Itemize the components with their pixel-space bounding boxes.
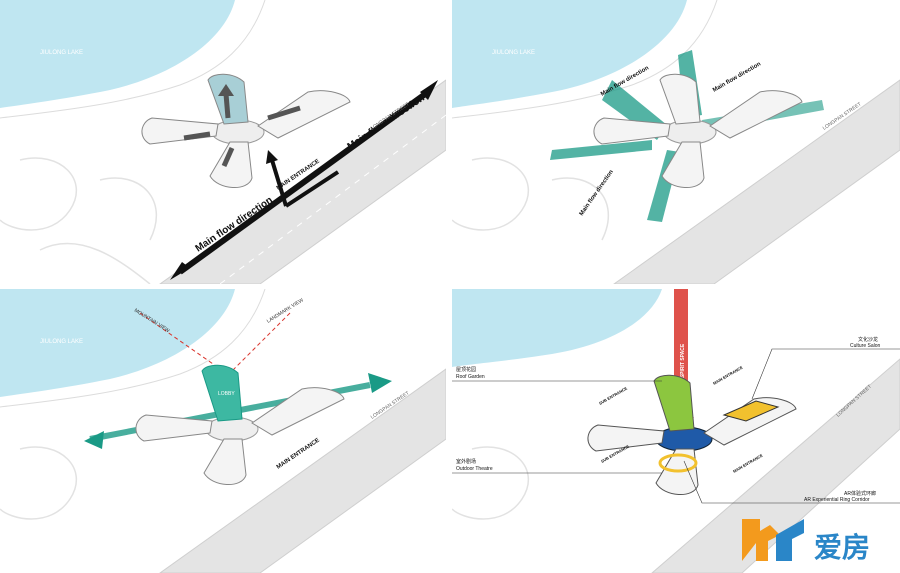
building — [593, 73, 803, 188]
panel-main-flow-svg: Main flow direction Main flow direction … — [0, 0, 446, 284]
road — [159, 368, 446, 573]
road — [651, 358, 900, 573]
lake-label: JIULONG LAKE — [40, 339, 83, 345]
panel-main-flow: Main flow direction Main flow direction … — [0, 0, 446, 284]
panel-programme: HIGHER SPIRIT SPACE 屋顶花园 Roof Garden 文化沙… — [452, 289, 900, 573]
panel-sightlines-svg: MOUNTAIN VIEW LANDMARK VIEW LOBBY MAIN E… — [0, 289, 446, 573]
culture-cn: 文化沙龙 — [858, 336, 878, 343]
watermark-logo: 爱房 — [734, 505, 894, 567]
road — [613, 79, 900, 284]
flow-label-c: Main flow direction — [579, 169, 615, 217]
entrance-label-c: SUB ENTRANCE — [598, 385, 628, 405]
core-label: LOBBY — [218, 391, 235, 397]
panel-programme-svg: HIGHER SPIRIT SPACE 屋顶花园 Roof Garden 文化沙… — [452, 289, 900, 573]
lake — [0, 0, 235, 108]
lake-label: JIULONG LAKE — [40, 50, 83, 56]
flow-label-b: Main flow direction — [712, 61, 762, 94]
entrance-label-a: MAIN ENTRANCE — [712, 365, 744, 386]
roof-garden-en: Roof Garden — [456, 374, 485, 380]
lake — [452, 0, 687, 108]
culture-en: Culture Salon — [850, 343, 881, 349]
sightline-label-b: LANDMARK VIEW — [266, 297, 305, 324]
panel-flow-directions-svg: Main flow direction Main flow direction … — [452, 0, 900, 284]
panel-sightlines: MOUNTAIN VIEW LANDMARK VIEW LOBBY MAIN E… — [0, 289, 446, 573]
building — [135, 364, 345, 485]
roof-garden-cn: 屋顶花园 — [456, 366, 476, 373]
lake — [452, 289, 662, 367]
entrance-label-b: MAIN ENTRANCE — [732, 453, 764, 474]
panel-flow-directions: Main flow direction Main flow direction … — [452, 0, 900, 284]
lake — [0, 289, 235, 397]
outdoor-cn: 室外剧场 — [456, 458, 476, 465]
building — [141, 73, 351, 188]
logo-text: 爱房 — [814, 531, 870, 563]
lake-label: JIULONG LAKE — [492, 50, 535, 56]
logo-mark-icon: 爱房 — [742, 519, 870, 563]
ring-en: AR Experiential Ring Corridor — [804, 497, 870, 503]
panel-divider-horizontal — [0, 284, 900, 289]
building — [587, 374, 797, 495]
beam-label: HIGHER SPIRIT SPACE — [680, 343, 686, 399]
ring-cn: AR体验式环廊 — [844, 490, 876, 497]
outdoor-en: Outdoor Theatre — [456, 466, 493, 472]
